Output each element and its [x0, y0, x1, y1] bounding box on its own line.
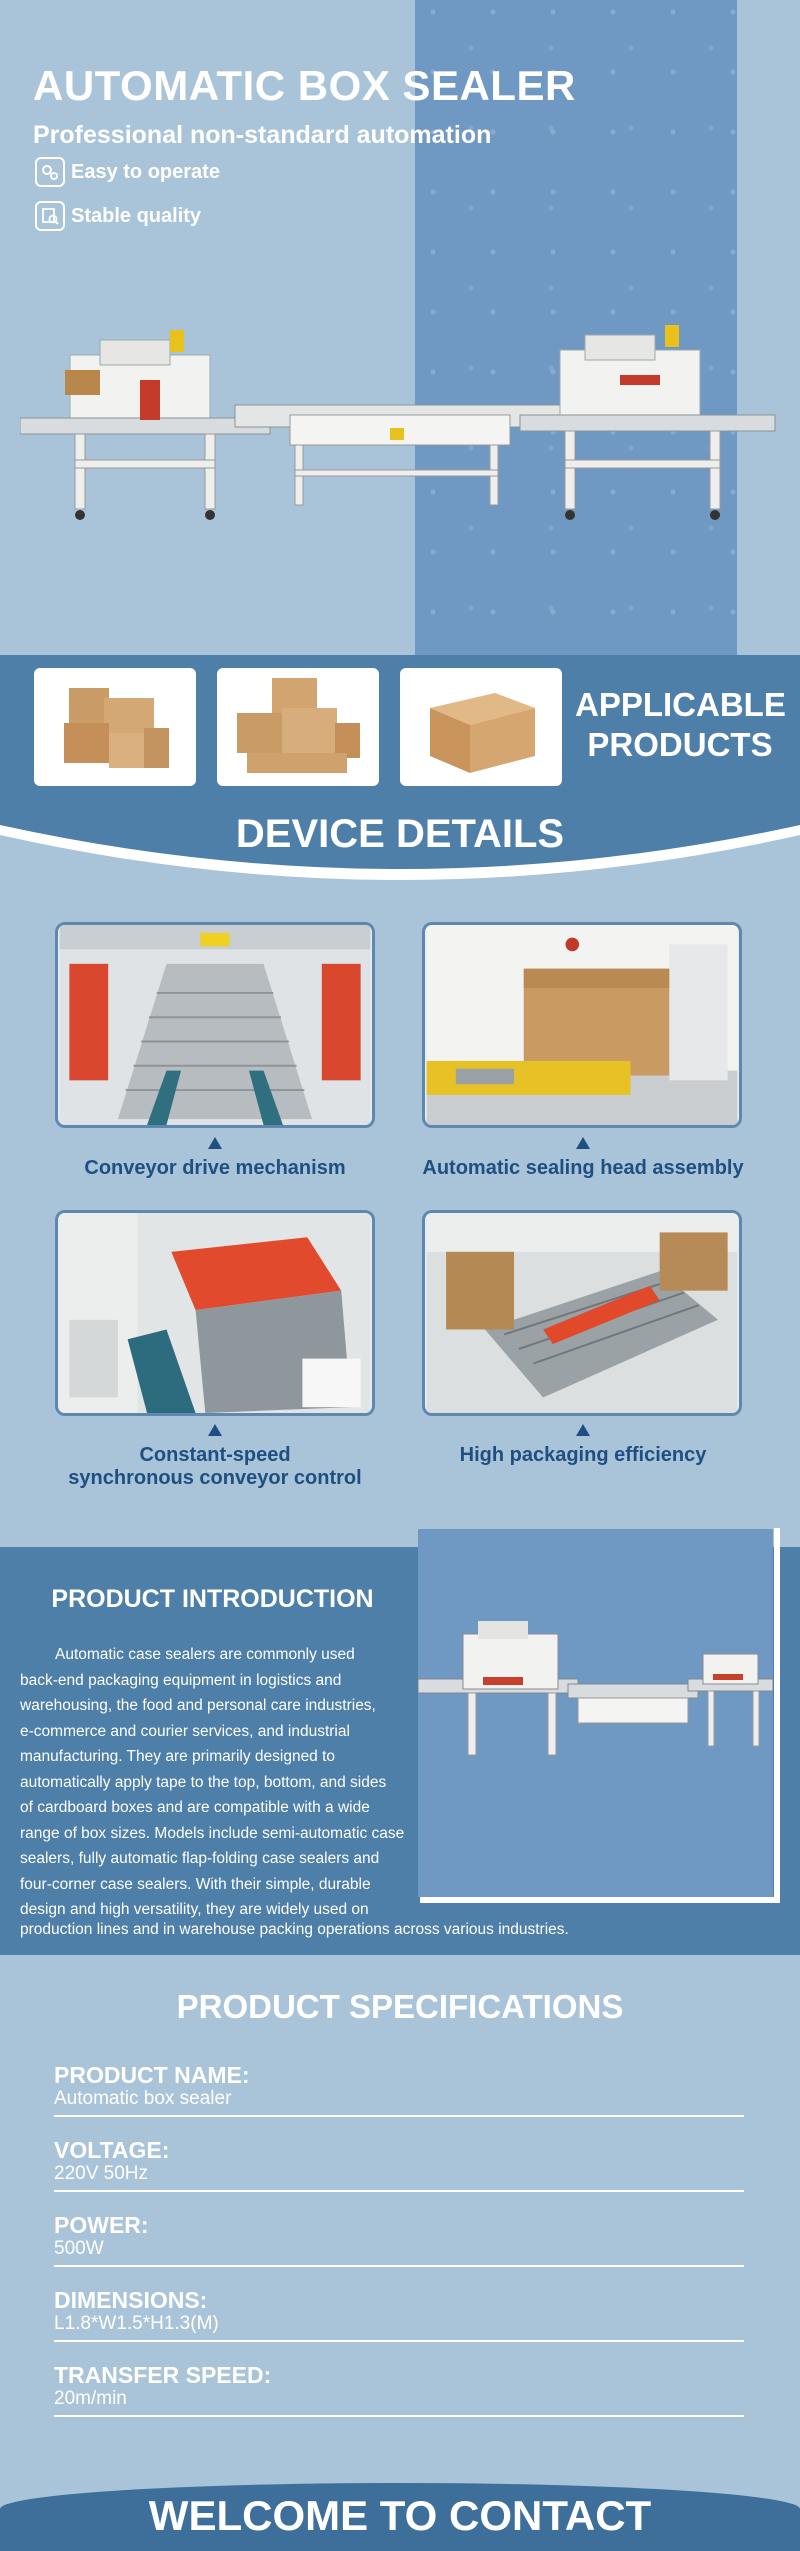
detail-image-sealing-head [422, 922, 742, 1128]
intro-line: range of box sizes. Models include semi-… [20, 1824, 405, 1842]
applicable-title-line2: PRODUCTS [587, 725, 773, 763]
spec-row-transfer-speed: TRANSFER SPEED: 20m/min [54, 2362, 744, 2418]
product-introduction-title: PRODUCT INTRODUCTION [51, 1585, 374, 1613]
product-image-single-box [400, 668, 562, 786]
intro-line: manufacturing. They are primarily design… [20, 1748, 336, 1765]
detail-image-conveyor-drive [55, 922, 375, 1128]
contact-title[interactable]: WELCOME TO CONTACT [148, 2492, 652, 2539]
hero-band [415, 0, 737, 655]
quality-search-icon [35, 201, 65, 231]
caption-line1: Constant-speed [139, 1444, 291, 1466]
spec-value: 220V 50Hz [54, 2163, 149, 2185]
detail-caption-synchronous-conveyor: Constant-speed synchronous conveyor cont… [35, 1444, 395, 1490]
hero-title: AUTOMATIC BOX SEALER [33, 62, 576, 109]
intro-line: e-commerce and courier services, and ind… [20, 1722, 350, 1740]
specifications-title: PRODUCT SPECIFICATIONS [176, 1988, 624, 2025]
intro-line: design and high versatility, they are wi… [20, 1901, 369, 1918]
spec-value: 20m/min [54, 2388, 127, 2410]
spec-label: DIMENSIONS: [54, 2287, 208, 2313]
feature-label: Easy to operate [71, 160, 220, 183]
intro-line: four-corner case sealers. With their sim… [20, 1875, 371, 1893]
spec-row-power: POWER: 500W [54, 2212, 744, 2268]
spec-label: VOLTAGE: [54, 2137, 170, 2163]
device-details-banner [0, 795, 800, 880]
detail-caption-packaging-efficiency: High packaging efficiency [459, 1444, 707, 1466]
applicable-title-line1: APPLICABLE [575, 686, 786, 723]
spec-label: PRODUCT NAME: [54, 2062, 250, 2088]
hero-subtitle: Professional non-standard automation [33, 121, 492, 149]
detail-image-synchronous-conveyor [55, 1210, 375, 1416]
detail-caption-conveyor-drive: Conveyor drive mechanism [84, 1157, 346, 1179]
intro-line: sealers, fully automatic flap-folding ca… [20, 1850, 380, 1867]
product-image-box-stack [34, 668, 196, 786]
intro-product-image [418, 1529, 773, 1897]
feature-stable-quality: Stable quality [35, 201, 201, 231]
spec-row-product-name: PRODUCT NAME: Automatic box sealer [54, 2062, 744, 2118]
feature-label: Stable quality [71, 204, 202, 227]
hero-section: AUTOMATIC BOX SEALER Professional non-st… [0, 0, 800, 655]
applicable-products-title: APPLICABLE PRODUCTS [575, 685, 786, 764]
intro-line: automatically apply tape to the top, bot… [20, 1773, 387, 1791]
caption-arrow-icon [576, 1424, 590, 1436]
spec-value: 500W [54, 2238, 104, 2260]
intro-line: back-end packaging equipment in logistic… [20, 1671, 342, 1689]
caption-arrow-icon [576, 1137, 590, 1149]
detail-image-packaging-efficiency [422, 1210, 742, 1416]
spec-row-dimensions: DIMENSIONS: L1.8*W1.5*H1.3(M) [54, 2287, 744, 2343]
device-details-title: DEVICE DETAILS [235, 812, 565, 856]
feature-easy-operate: Easy to operate [35, 157, 220, 187]
box-sealer-line-image [20, 325, 776, 520]
product-introduction-text-last: production lines and in warehouse packin… [20, 1921, 569, 1938]
intro-line: of cardboard boxes and are compatible wi… [20, 1799, 370, 1816]
spec-label: POWER: [54, 2212, 149, 2238]
applicable-products-section: APPLICABLE PRODUCTS [0, 655, 800, 800]
intro-image-frame [420, 1528, 780, 1903]
intro-line: warehousing, the food and personal care … [20, 1697, 376, 1714]
product-image-box-group [217, 668, 379, 786]
gears-icon [35, 157, 65, 187]
spec-label: TRANSFER SPEED: [54, 2362, 272, 2388]
detail-caption-sealing-head: Automatic sealing head assembly [422, 1157, 744, 1179]
intro-line: Automatic case sealers are commonly used [55, 1646, 355, 1663]
contact-banner [0, 2483, 800, 2551]
spec-value: L1.8*W1.5*H1.3(M) [54, 2313, 219, 2335]
product-introduction-text: Automatic case sealers are commonly used… [20, 1642, 435, 1923]
caption-line2: synchronous conveyor control [68, 1467, 362, 1489]
caption-arrow-icon [208, 1424, 222, 1436]
caption-arrow-icon [208, 1137, 222, 1149]
spec-value: Automatic box sealer [54, 2088, 232, 2110]
spec-row-voltage: VOLTAGE: 220V 50Hz [54, 2137, 744, 2193]
